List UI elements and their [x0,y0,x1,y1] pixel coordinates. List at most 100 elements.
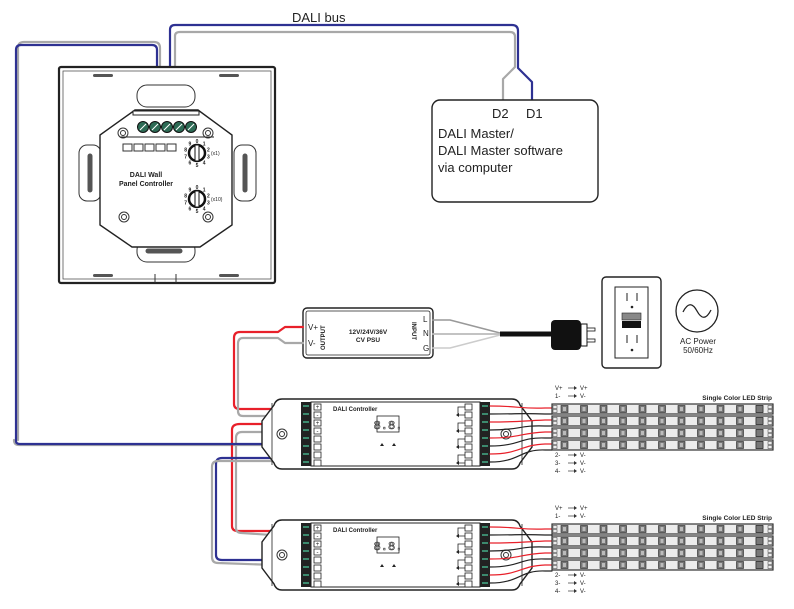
psu-line2: CV PSU [356,337,381,344]
svg-text:+: + [316,542,320,548]
led-strip-title: Single Color LED Strip [702,515,772,522]
segment-display [376,536,400,554]
psu-vplus: V+ [308,323,318,332]
mapping-to: V- [580,469,586,475]
mapping-from: 1- [555,514,560,520]
led-strip [551,415,774,427]
output-wire-positive [489,552,553,560]
dial-ones-label: (x1) [211,151,220,157]
led-chip [755,405,764,413]
led-chip [755,417,764,425]
segment-display [376,415,400,433]
wire-dali-ctrl1-d1 [14,436,304,446]
ac-power-symbol: AC Power 50/60Hz [675,289,719,355]
mapping-to: V- [580,514,586,520]
mapping-from: 3- [555,461,560,467]
mapping-to: V- [580,461,586,467]
svg-text:-: - [317,413,319,419]
power-wires [14,325,305,568]
output-wire-negative [489,437,553,447]
address-button-1[interactable] [380,564,384,567]
segment-display-value: 8.8. [374,540,403,554]
dial-digit: 9 [189,187,192,193]
svg-text:+: + [316,405,320,411]
output-wire-positive [489,405,553,409]
ac-power-line1: AC Power [680,337,716,346]
dial-digit: 9 [189,141,192,147]
svg-text:-: - [317,429,319,435]
dial-tens-label: (x10) [211,197,223,203]
panel-name-line1: DALI Wall [130,172,162,179]
wire-chain-vminus [234,430,304,539]
led-chip [755,441,764,449]
led-chip [755,429,764,437]
mapping-to: V- [580,394,586,400]
terminal-d2: D2 [492,106,509,121]
ac-cord [432,319,596,350]
mapping-from: V+ [555,386,563,392]
dial-digit: 0 [196,139,199,145]
output-wire-positive [489,443,553,455]
led-chip [755,561,764,569]
dial-digit: 2 [207,147,210,153]
psu-l: L [423,315,428,324]
led-strip [551,547,774,559]
master-line3: via computer [438,160,513,175]
terminal-d1: D1 [526,106,543,121]
wall-outlet [601,276,662,369]
mapping-from: 3- [555,581,560,587]
wire-dali-bus-d1 [161,23,534,120]
mapping-from: 2- [555,453,560,459]
wire-dali-d1-left [14,43,159,440]
output-wire-negative [489,558,553,568]
mapping-from: 2- [555,573,560,579]
psu-output-label: OUTPUT [321,325,327,350]
dial-digit: 7 [184,155,187,161]
mapping-to: V- [580,573,586,579]
mapping-to: V+ [580,506,588,512]
psu-line1: 12V/24V/36V [349,329,388,336]
led-strip-group: Single Color LED StripV+V+1-V-2-V-3-V-4-… [551,386,774,475]
dali-master: D2 D1 DALI Master/ DALI Master software … [431,99,599,203]
master-line1: DALI Master/ [438,126,514,141]
output-wire-negative [489,449,553,463]
mapping-to: V- [580,453,586,459]
dial-digit: 4 [203,161,206,167]
led-strip-title: Single Color LED Strip [702,395,772,402]
psu-vminus: V- [308,339,316,348]
wire-psu-vminus [236,336,305,418]
led-strip-groups: Single Color LED StripV+V+1-V-2-V-3-V-4-… [551,386,774,595]
dial-digit: 4 [203,207,206,213]
address-button-2[interactable] [392,443,396,446]
controller-name: DALI Controller [333,407,378,413]
output-wire-positive [489,526,553,530]
dial-digit: 5 [196,209,199,215]
psu-n: N [423,329,429,338]
svg-text:-: - [317,550,319,556]
led-strip-group: Single Color LED StripV+V+1-V-2-V-3-V-4-… [551,506,774,595]
dial-digit: 1 [203,141,206,147]
led-strip [551,523,774,535]
address-button-2[interactable] [392,564,396,567]
output-terminal-block [480,402,490,466]
mapping-from: V+ [555,506,563,512]
address-dial-tens[interactable] [187,189,207,209]
address-dial-ones[interactable] [187,143,207,163]
dial-digit: 7 [184,201,187,207]
address-button-1[interactable] [380,443,384,446]
dial-digit: 8 [184,193,187,199]
wire-dali-bus-d2 [173,30,517,120]
led-chip [755,525,764,533]
dali-bus-label: DALI bus [292,10,346,25]
output-wire-negative [489,546,553,552]
input-terminal-block [301,402,311,466]
dial-digit: 6 [189,207,192,213]
psu: V+ V- OUTPUT 12V/24V/36V CV PSU INPUT L … [302,307,434,359]
dial-digit: 0 [196,185,199,191]
led-strip [551,439,774,451]
